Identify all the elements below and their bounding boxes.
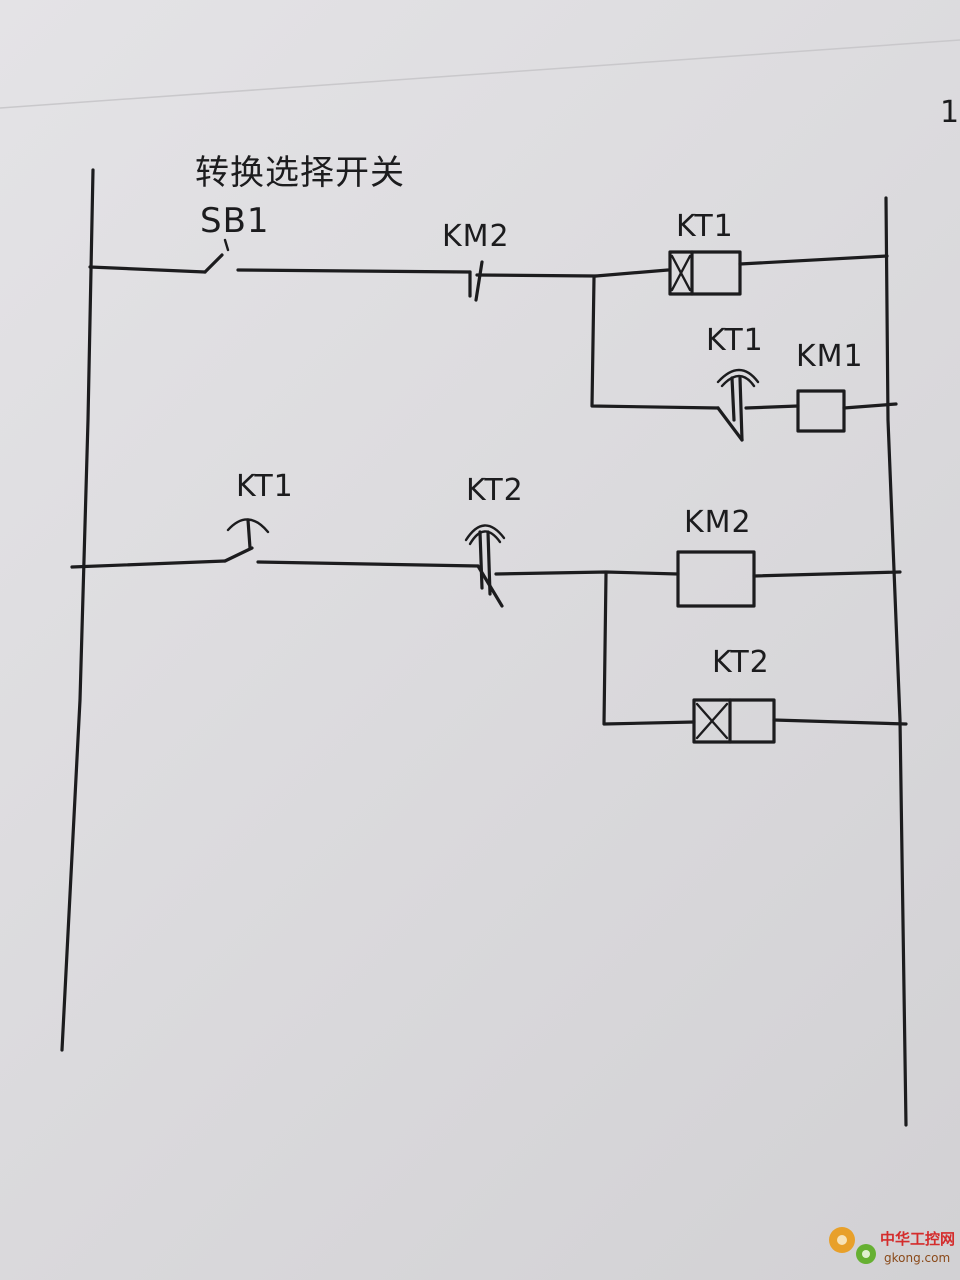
- rung3-wire-mid: [256, 560, 480, 568]
- watermark-name: 中华工控网: [880, 1230, 955, 1248]
- rung-3: [70, 518, 902, 608]
- rung4-wire-right: [772, 718, 908, 726]
- right-power-rail: [884, 196, 908, 1127]
- sb1-contact: [203, 253, 224, 274]
- label-kt1-nc-contact: KT1: [236, 469, 294, 504]
- kt2-coil: [692, 698, 776, 744]
- rung-2: [590, 276, 898, 442]
- kt1-contact-blade: [716, 406, 744, 442]
- rung1-wire-left: [88, 265, 207, 274]
- rung1-wire-right: [738, 254, 889, 266]
- rung4-branch-wire: [602, 572, 696, 726]
- page-mark: 1: [940, 95, 960, 130]
- rung2-branch-wire: [590, 276, 720, 410]
- rung-4: [602, 572, 908, 744]
- rung3-wire-left: [70, 559, 227, 569]
- kt2-contact-blade: [476, 564, 504, 608]
- kt1-nc-blade: [223, 546, 254, 563]
- left-power-rail: [60, 168, 95, 1052]
- label-kt2-contact: KT2: [466, 473, 524, 508]
- paper-fold-line: [0, 39, 960, 109]
- rung3-wire-right: [752, 570, 902, 578]
- kt1-coil: [668, 250, 742, 296]
- label-km2-contact: KM2: [442, 219, 510, 254]
- watermark-url: gkong.com: [884, 1251, 950, 1265]
- switch-label-top: 转换选择开关: [195, 153, 405, 193]
- rung3-wire-to-coil: [494, 570, 680, 576]
- watermark: 中华工控网 gkong.com: [829, 1227, 955, 1265]
- label-kt2-coil: KT2: [712, 645, 770, 680]
- km2-coil: [676, 550, 756, 608]
- label-km1-coil: KM1: [796, 339, 864, 374]
- label-kt1-contact: KT1: [706, 323, 764, 358]
- rung2-wire-right: [842, 402, 898, 410]
- km1-coil: [796, 389, 846, 433]
- label-kt1-coil: KT1: [676, 209, 734, 244]
- label-km2-coil: KM2: [684, 505, 752, 540]
- rung1-wire-mid: [236, 268, 472, 274]
- kt1-timed-contact-arc: [716, 368, 760, 384]
- switch-label-bottom: SB1: [200, 201, 270, 241]
- rung-1: [88, 238, 889, 302]
- kt2-timed-contact-arc: [464, 524, 506, 542]
